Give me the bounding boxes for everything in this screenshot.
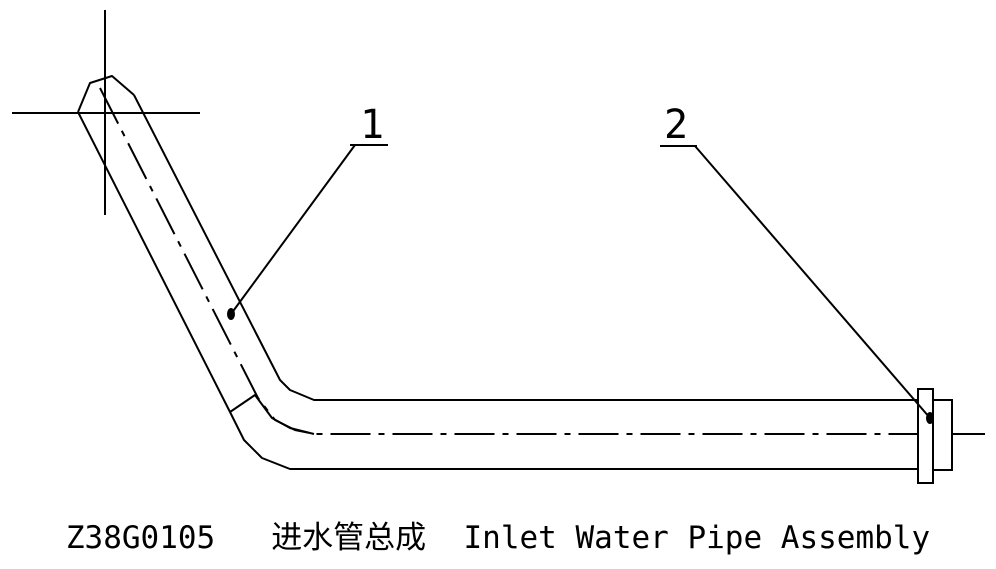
flange: [917, 388, 953, 484]
balloon-2-number: 2: [664, 102, 688, 148]
pipe-end-cap: [77, 75, 135, 113]
pipe-bend-line: [229, 394, 315, 435]
pipe-inner-wall: [133, 94, 952, 401]
leader-2: [660, 145, 934, 424]
balloon-1-number: 1: [360, 102, 384, 148]
drawing-caption: Z38G0105 进水管总成 Inlet Water Pipe Assembly: [0, 518, 996, 558]
part-name-cn: 进水管总成: [271, 520, 427, 556]
leader-1: [227, 144, 388, 320]
part-name-en: Inlet Water Pipe Assembly: [463, 520, 931, 556]
center-crosshair: [12, 10, 200, 215]
part-number: Z38G0105: [65, 520, 216, 556]
pipe-outer-wall: [77, 111, 952, 470]
pipe-body: [77, 75, 952, 470]
pipe-centerline: [99, 87, 985, 435]
